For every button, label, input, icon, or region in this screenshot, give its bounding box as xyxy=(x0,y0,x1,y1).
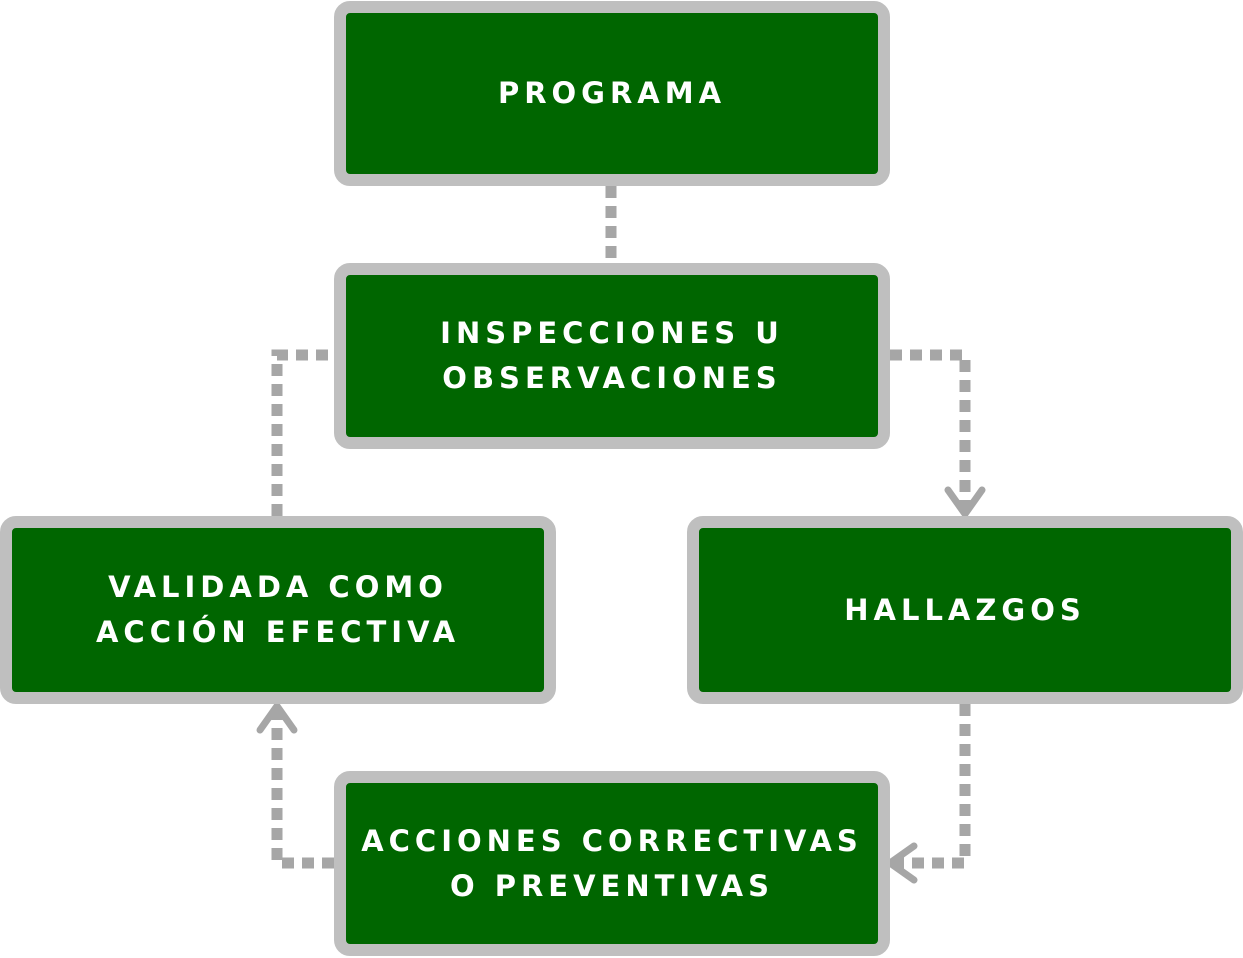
node-acciones-label-line1: ACCIONES CORRECTIVAS xyxy=(361,823,863,858)
edge-validada-inspecciones xyxy=(271,349,334,516)
arrowhead-to-validada xyxy=(256,702,298,734)
node-validada-label-line1: VALIDADA COMO xyxy=(108,570,448,604)
node-validada-label-line2: ACCIÓN EFECTIVA xyxy=(95,615,461,649)
node-acciones-correctivas-preventivas: ACCIONES CORRECTIVAS O PREVENTIVAS xyxy=(334,771,890,956)
node-programa: PROGRAMA xyxy=(334,1,890,186)
node-acciones-label-line2: O PREVENTIVAS xyxy=(449,868,775,903)
node-validada-accion-efectiva: VALIDADA COMO ACCIÓN EFECTIVA xyxy=(0,516,556,704)
node-hallazgos-label: HALLAZGOS xyxy=(844,592,1086,627)
edge-hallazgos-acciones xyxy=(893,704,971,869)
node-inspecciones-label-line1: INSPECCIONES U xyxy=(440,316,784,350)
arrowhead-to-acciones xyxy=(886,842,918,884)
node-hallazgos: HALLAZGOS xyxy=(687,516,1243,704)
node-inspecciones-label-line2: OBSERVACIONES xyxy=(442,361,782,395)
node-inspecciones-observaciones: INSPECCIONES U OBSERVACIONES xyxy=(334,263,890,449)
node-programa-label: PROGRAMA xyxy=(497,76,727,110)
edge-inspecciones-hallazgos xyxy=(890,349,971,512)
arrowhead-to-hallazgos xyxy=(944,486,986,518)
edge-acciones-validada xyxy=(271,708,334,869)
